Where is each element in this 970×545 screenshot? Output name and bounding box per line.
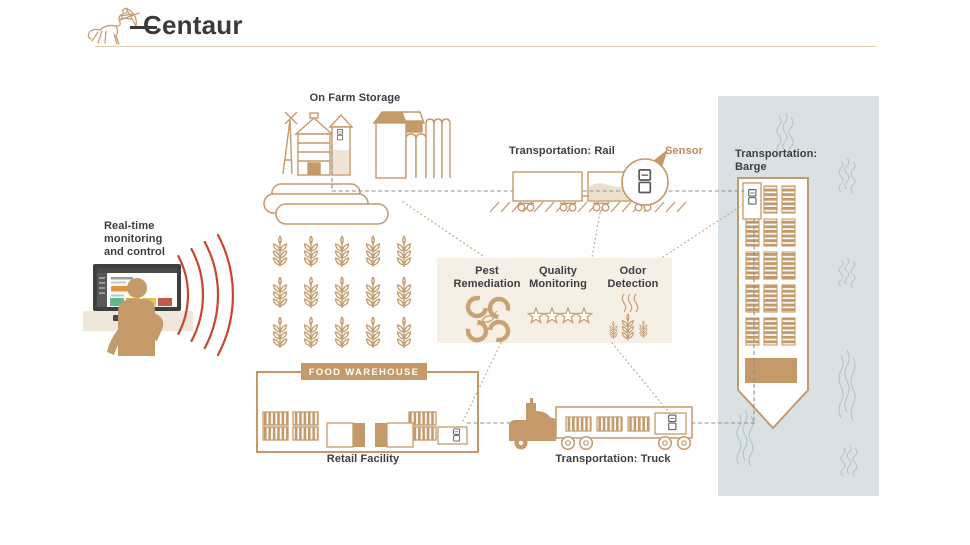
windmill-icon [282,111,298,175]
pest-remediation-icon [465,295,511,343]
truck-wheels-icon [560,435,692,451]
barge-illustration [737,177,809,430]
loading-doors-icon [326,422,414,448]
retail-facility-label: Retail Facility [326,453,400,465]
silo-icon [294,112,334,176]
dotted-service-lines [402,201,745,422]
barge-hatches-icon [745,185,796,346]
signal-waves-icon [177,233,235,357]
odor-detection-icon [609,293,648,341]
railcar-empty-icon [512,171,583,202]
farm-storage-illustration [263,111,451,225]
monitoring-illustration [83,233,235,357]
warehouse-banner [301,363,427,380]
grain-bags-icon [263,183,389,225]
person-icon [107,278,164,356]
farm-storage-label: On Farm Storage [309,92,401,104]
rail-sensor-callout [512,149,669,206]
truck-illustration [509,398,693,451]
farm-house-icon [328,113,354,176]
wheat-field-icon [272,235,412,349]
header-divider [95,46,876,47]
brand-wordmark-dash [130,26,157,29]
barge-sensor-icon [742,182,762,220]
pest-remediation-label: Pest Remediation [453,265,521,291]
service-icons [465,293,648,343]
brand-wordmark: Centaur [143,10,243,40]
sensor-label: Sensor [665,145,703,157]
truck-label: Transportation: Truck [555,453,671,465]
truck-cargo-icon [565,416,650,432]
barge-cabin-icon [745,358,797,383]
grain-elevator-icon [372,111,451,179]
truck-sensor-icon [654,412,687,435]
warehouse-illustration [256,363,479,453]
truck-cab-icon [509,398,556,441]
centaur-logo-icon [87,7,140,45]
odor-detection-label: Odor Detection [607,265,659,291]
pallets-icon [262,411,437,441]
barge-label: Transportation: Barge [735,148,818,174]
rail-wheels-icon [517,202,652,212]
monitoring-label: Real-time monitoring and control [104,220,165,259]
quality-monitoring-label: Quality Monitoring [529,265,587,291]
warehouse-sensor-icon [437,426,468,445]
warehouse-banner-label: FOOD WAREHOUSE [308,367,420,378]
rail-label: Transportation: Rail [509,145,615,157]
